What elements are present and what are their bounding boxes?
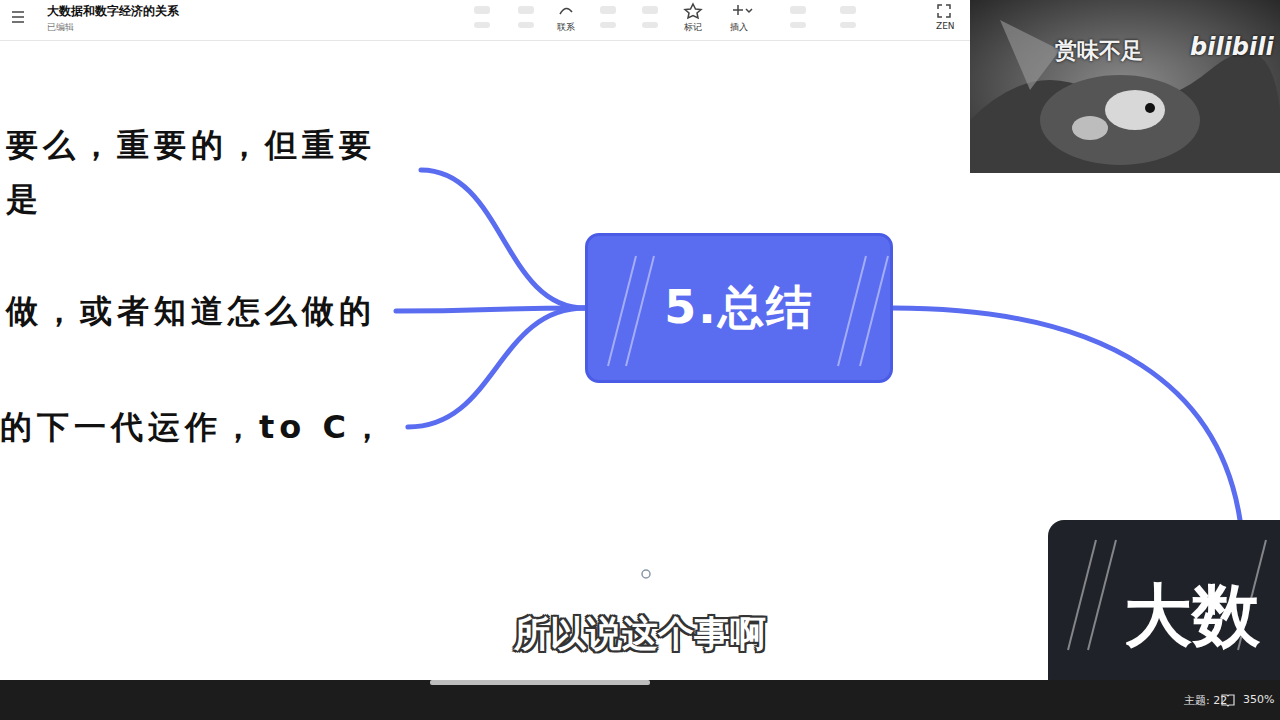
status-text: 主题: 22 — [1184, 693, 1227, 708]
watermark: 赏味不足 — [1055, 36, 1143, 66]
node-text: 大数 — [1124, 582, 1280, 650]
mindmap-branch — [893, 308, 1240, 520]
topic-box: 5.总结 — [585, 233, 893, 383]
topic-text: 做，或者知道怎么做的 — [6, 284, 376, 338]
status-bar — [0, 680, 1280, 720]
zoom-level: 350% — [1243, 693, 1274, 706]
toolbar-label: 联系 — [557, 21, 575, 34]
edit-status: 已编辑 — [47, 21, 74, 34]
scroll-thumb — [430, 680, 650, 685]
watermark: bilibili — [1190, 33, 1274, 61]
subtitle: 所以说这个事啊 — [0, 610, 1280, 659]
toolbar-label: 标记 — [684, 21, 702, 34]
topic-text: 的下一代运作，to C， — [0, 400, 388, 454]
mindmap-branch — [408, 308, 585, 427]
webcam-overlay — [970, 0, 1280, 173]
toolbar-label: ZEN — [936, 21, 955, 31]
node-text: 的下一代运作，to C， — [0, 400, 388, 454]
node-text: 5.总结 — [664, 277, 813, 339]
toolbar-label: 插入 — [730, 21, 748, 34]
document-title: 大数据和数字经济的关系 — [47, 3, 179, 20]
node-text: 要么，重要的，但重要 是 — [6, 118, 396, 226]
root-box: 大数 — [1048, 520, 1280, 695]
node-text: 做，或者知道怎么做的 — [6, 284, 376, 338]
mindmap-branch — [421, 170, 585, 308]
topic-text: 要么，重要的，但重要 是 — [6, 118, 396, 226]
